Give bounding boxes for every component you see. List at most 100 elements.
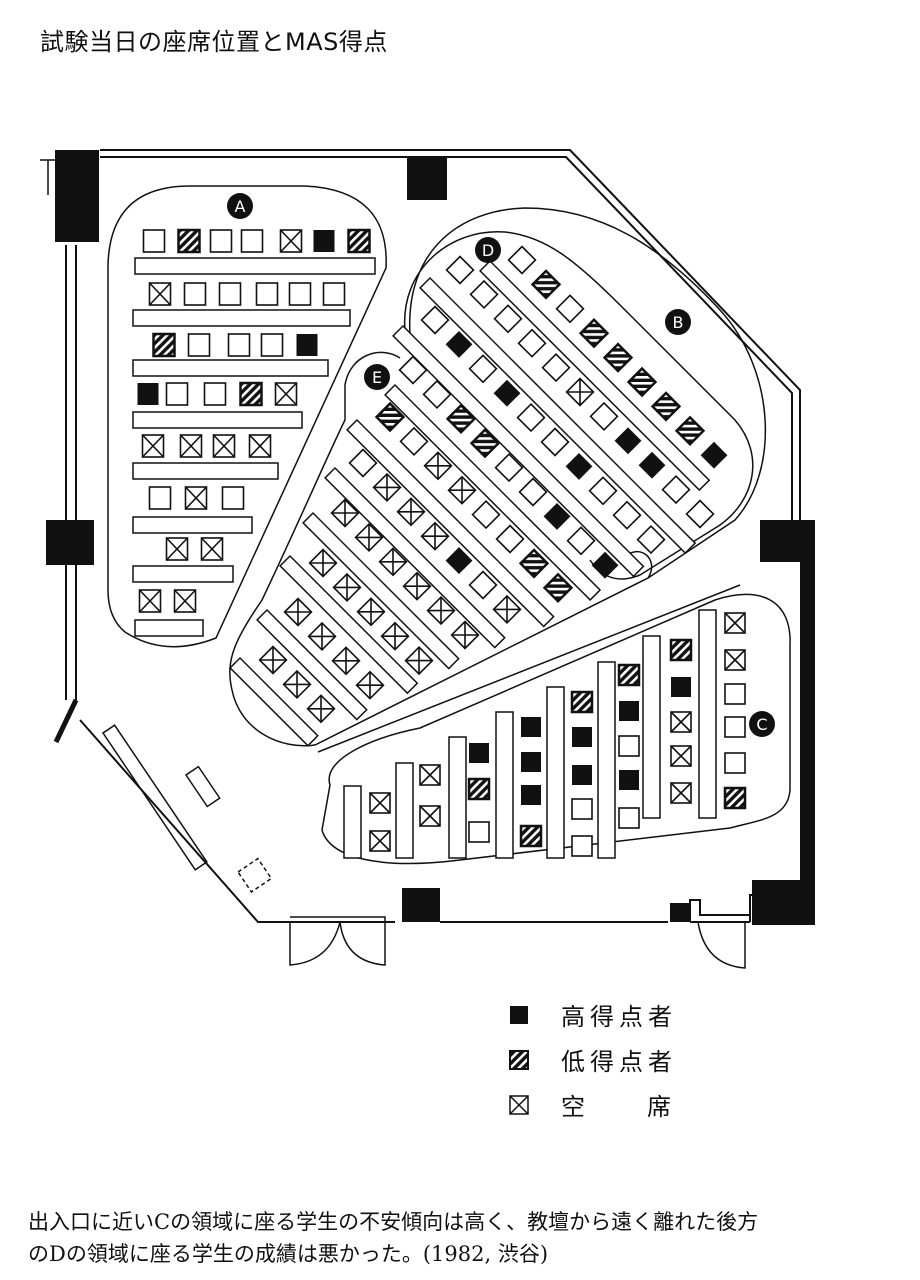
- seat-vacant: [308, 548, 338, 578]
- seat-high-score: [521, 717, 541, 737]
- seat-low-score: [669, 638, 693, 662]
- seat-high-score: [619, 701, 639, 721]
- seat-other: [348, 448, 378, 478]
- seat-other: [221, 486, 245, 510]
- seat-low-score: [347, 228, 371, 254]
- seat-low-score: [723, 786, 747, 810]
- seat-vacant: [184, 486, 208, 510]
- seat-low-score: [650, 391, 682, 422]
- high-score-seat-icon: [510, 1005, 528, 1024]
- desk: [448, 736, 467, 859]
- seat-low-score: [152, 332, 176, 358]
- legend-item-low-score: 低得点者: [505, 1037, 733, 1082]
- teacher-desk: [101, 724, 208, 871]
- region-label-c: C: [749, 711, 775, 737]
- seat-other: [165, 382, 189, 406]
- seat-other: [218, 282, 242, 306]
- seat-vacant: [331, 646, 361, 676]
- seat-other: [540, 427, 570, 457]
- seat-other: [187, 333, 211, 357]
- desk: [229, 656, 319, 747]
- seat-vacant: [420, 521, 450, 551]
- svg-text:D: D: [482, 241, 494, 260]
- seat-high-score: [313, 230, 335, 252]
- seat-low-score: [518, 548, 550, 579]
- seat-low-score: [570, 690, 594, 714]
- desk: [132, 516, 253, 534]
- seat-low-score: [374, 401, 406, 433]
- seat-low-score: [626, 366, 658, 398]
- seat-high-score: [671, 677, 691, 697]
- seat-other: [618, 807, 640, 829]
- legend-label: 空席: [561, 1093, 733, 1121]
- doors: [289, 916, 746, 969]
- seat-vacant: [492, 594, 522, 624]
- section-C: [343, 609, 747, 859]
- legend-label: 高得点者: [561, 1003, 677, 1031]
- desk: [395, 762, 414, 859]
- desk: [132, 565, 234, 583]
- pillar: [670, 903, 690, 922]
- desk: [392, 324, 645, 578]
- region-outlines: [107, 185, 791, 865]
- right-wall-thick: [800, 520, 815, 925]
- seat-vacant: [173, 589, 197, 613]
- desk: [495, 711, 514, 859]
- region-B-outline: [409, 207, 767, 579]
- seat-other: [468, 821, 490, 843]
- region-E-outline: [229, 351, 653, 747]
- seat-other: [420, 305, 450, 335]
- pillar: [402, 888, 440, 922]
- seat-other: [468, 354, 498, 384]
- seat-other: [636, 525, 666, 555]
- seat-vacant: [200, 537, 224, 561]
- legend: 高得点者 低得点者 空席: [505, 992, 733, 1127]
- region-D-outline: [404, 231, 754, 580]
- seat-other: [685, 499, 715, 529]
- seat-vacant: [670, 745, 692, 767]
- pillar: [46, 520, 94, 565]
- seat-other: [661, 475, 691, 505]
- seat-vacant: [258, 645, 288, 675]
- seat-low-score: [617, 663, 641, 687]
- seat-other: [399, 426, 429, 456]
- seat-vacant: [279, 229, 303, 253]
- seat-vacant: [355, 670, 385, 700]
- desk: [546, 686, 565, 859]
- seat-other: [507, 245, 537, 275]
- region-label-b: B: [665, 309, 691, 335]
- seat-other: [288, 282, 312, 306]
- pillar: [752, 880, 815, 925]
- pillar: [55, 150, 99, 242]
- seat-other: [589, 401, 619, 431]
- seat-other: [422, 379, 452, 409]
- desk: [642, 635, 661, 819]
- seat-vacant: [423, 451, 453, 481]
- seat-high-score: [638, 451, 666, 479]
- pillar: [407, 158, 447, 200]
- svg-text:C: C: [756, 715, 767, 734]
- seat-vacant: [282, 669, 312, 699]
- seat-other: [398, 355, 428, 385]
- seat-low-score: [602, 342, 634, 373]
- caption-line: のDの領域に座る学生の成績は悪かった。(1982, 渋谷): [28, 1242, 549, 1266]
- lectern-area: [101, 724, 273, 893]
- seat-vacant: [447, 475, 477, 505]
- desk: [302, 511, 460, 670]
- seat-other: [541, 353, 571, 383]
- seat-other: [255, 282, 279, 306]
- seat-vacant: [426, 596, 456, 626]
- seat-low-score: [177, 228, 201, 254]
- seat-high-score: [572, 727, 592, 747]
- seat-vacant: [372, 472, 402, 502]
- seat-vacant: [212, 434, 236, 458]
- seat-other: [142, 229, 166, 253]
- region-C-outline: [321, 593, 791, 865]
- desk: [479, 259, 711, 492]
- seat-other: [471, 500, 501, 530]
- seat-vacant: [450, 620, 480, 650]
- desk: [134, 619, 204, 637]
- desk: [698, 609, 717, 819]
- seat-vacant: [378, 547, 408, 577]
